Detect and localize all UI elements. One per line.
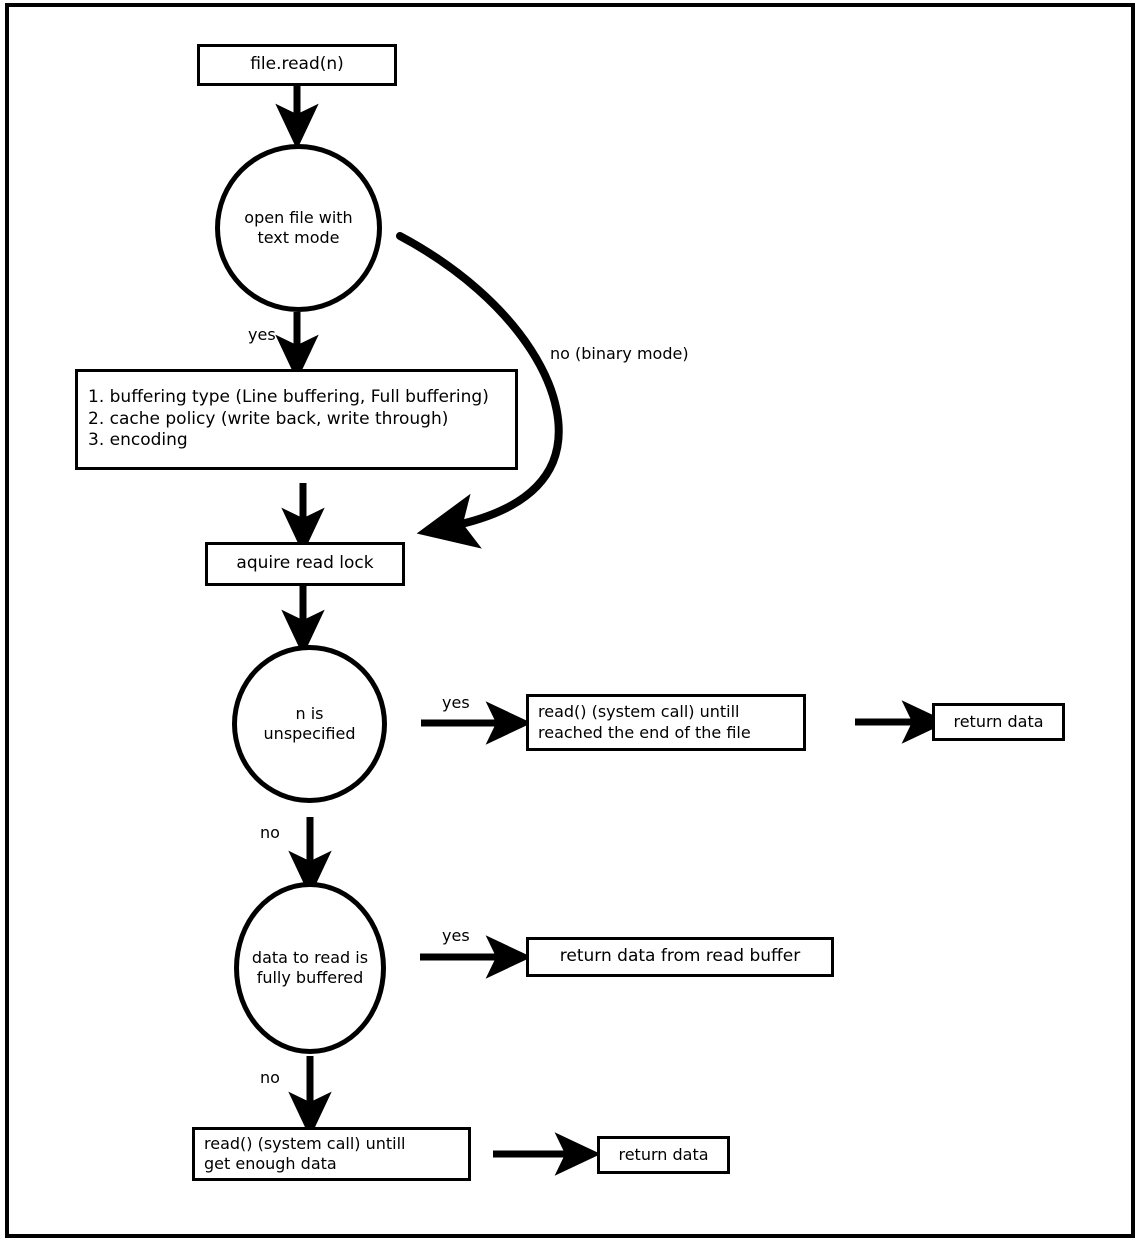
node-file-read[interactable]: file.read(n) bbox=[197, 44, 397, 86]
node-read-until-eof[interactable]: read() (system call) untill reached the … bbox=[526, 694, 806, 751]
node-fully-buffered[interactable]: data to read is fully buffered bbox=[234, 882, 386, 1054]
edge-label-fully-buffered-no: no bbox=[260, 1068, 280, 1087]
edge-label-n-unspecified-yes: yes bbox=[442, 693, 470, 712]
node-acquire-read-lock-label: aquire read lock bbox=[236, 553, 374, 574]
node-acquire-read-lock[interactable]: aquire read lock bbox=[205, 542, 405, 586]
node-open-file-text-mode[interactable]: open file with text mode bbox=[215, 144, 382, 312]
node-n-is-unspecified-label: n is unspecified bbox=[263, 703, 356, 743]
edge-label-text-mode-yes: yes bbox=[248, 325, 276, 344]
node-read-until-enough[interactable]: read() (system call) untill get enough d… bbox=[192, 1127, 471, 1181]
node-open-file-text-mode-label: open file with text mode bbox=[244, 207, 353, 247]
node-read-until-eof-label: read() (system call) untill reached the … bbox=[538, 702, 751, 742]
node-return-data-eof-label: return data bbox=[953, 711, 1044, 731]
node-file-read-label: file.read(n) bbox=[250, 54, 344, 75]
node-text-mode-options[interactable]: 1. buffering type (Line buffering, Full … bbox=[75, 369, 518, 470]
node-fully-buffered-label: data to read is fully buffered bbox=[251, 947, 369, 987]
node-return-data-enough-label: return data bbox=[618, 1144, 709, 1164]
node-read-until-enough-label: read() (system call) untill get enough d… bbox=[204, 1133, 406, 1173]
node-text-mode-options-label: 1. buffering type (Line buffering, Full … bbox=[88, 386, 489, 451]
edge-label-binary-mode-no: no (binary mode) bbox=[550, 344, 689, 363]
edge-label-n-unspecified-no: no bbox=[260, 823, 280, 842]
node-return-from-buffer-label: return data from read buffer bbox=[559, 946, 801, 967]
node-n-is-unspecified[interactable]: n is unspecified bbox=[232, 645, 387, 803]
diagram-border-frame bbox=[5, 3, 1135, 1238]
node-return-data-enough[interactable]: return data bbox=[597, 1136, 730, 1174]
node-return-from-buffer[interactable]: return data from read buffer bbox=[526, 937, 834, 977]
node-return-data-eof[interactable]: return data bbox=[932, 703, 1065, 741]
edge-label-fully-buffered-yes: yes bbox=[442, 926, 470, 945]
